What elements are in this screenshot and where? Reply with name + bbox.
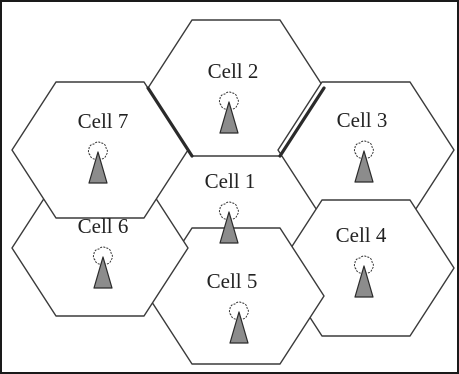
cell-3: Cell 3	[337, 108, 388, 183]
signal-cloud-icon	[218, 91, 239, 110]
antenna-tower-icon	[353, 255, 374, 298]
tower-body-icon	[354, 265, 374, 298]
cell-1-label: Cell 1	[205, 169, 256, 193]
tower-body-icon	[354, 150, 374, 183]
cell-4: Cell 4	[336, 223, 387, 298]
signal-cloud-icon	[87, 141, 108, 160]
signal-cloud-icon	[92, 246, 113, 265]
tower-body-icon	[88, 151, 108, 184]
signal-cloud-icon	[353, 140, 374, 159]
antenna-tower-icon	[87, 141, 108, 184]
signal-cloud-icon	[228, 301, 249, 320]
cell-7: Cell 7	[78, 109, 129, 184]
antenna-tower-icon	[218, 91, 239, 134]
emphasis-edge-layer	[146, 86, 326, 158]
cell-2-emphasis-edge-2	[278, 86, 326, 158]
cell-6: Cell 6	[78, 214, 129, 289]
cell-5-label: Cell 5	[207, 269, 258, 293]
antenna-tower-icon	[92, 246, 113, 289]
tower-body-icon	[93, 256, 113, 289]
antenna-tower-icon	[228, 301, 249, 344]
signal-cloud-icon	[218, 201, 239, 220]
antenna-tower-icon	[218, 201, 239, 244]
tower-body-icon	[219, 101, 239, 134]
signal-cloud-icon	[353, 255, 374, 274]
cell-content-layer: Cell 1 Cell 2 Cell 3 Cell 4 Cell 5 Cell 6 Cell…	[78, 59, 388, 344]
cell-7-label: Cell 7	[78, 109, 129, 133]
antenna-tower-icon	[353, 140, 374, 183]
cell-2-label: Cell 2	[208, 59, 259, 83]
cell-2-emphasis-edge-1	[146, 86, 194, 158]
tower-body-icon	[219, 211, 239, 244]
cell-4-label: Cell 4	[336, 223, 387, 247]
cell-5: Cell 5	[207, 269, 258, 344]
cell-6-label: Cell 6	[78, 214, 129, 238]
cell-3-label: Cell 3	[337, 108, 388, 132]
cell-1: Cell 1	[205, 169, 256, 244]
cell-2: Cell 2	[208, 59, 259, 134]
tower-body-icon	[229, 311, 249, 344]
cell-5-hexagon	[147, 227, 325, 365]
